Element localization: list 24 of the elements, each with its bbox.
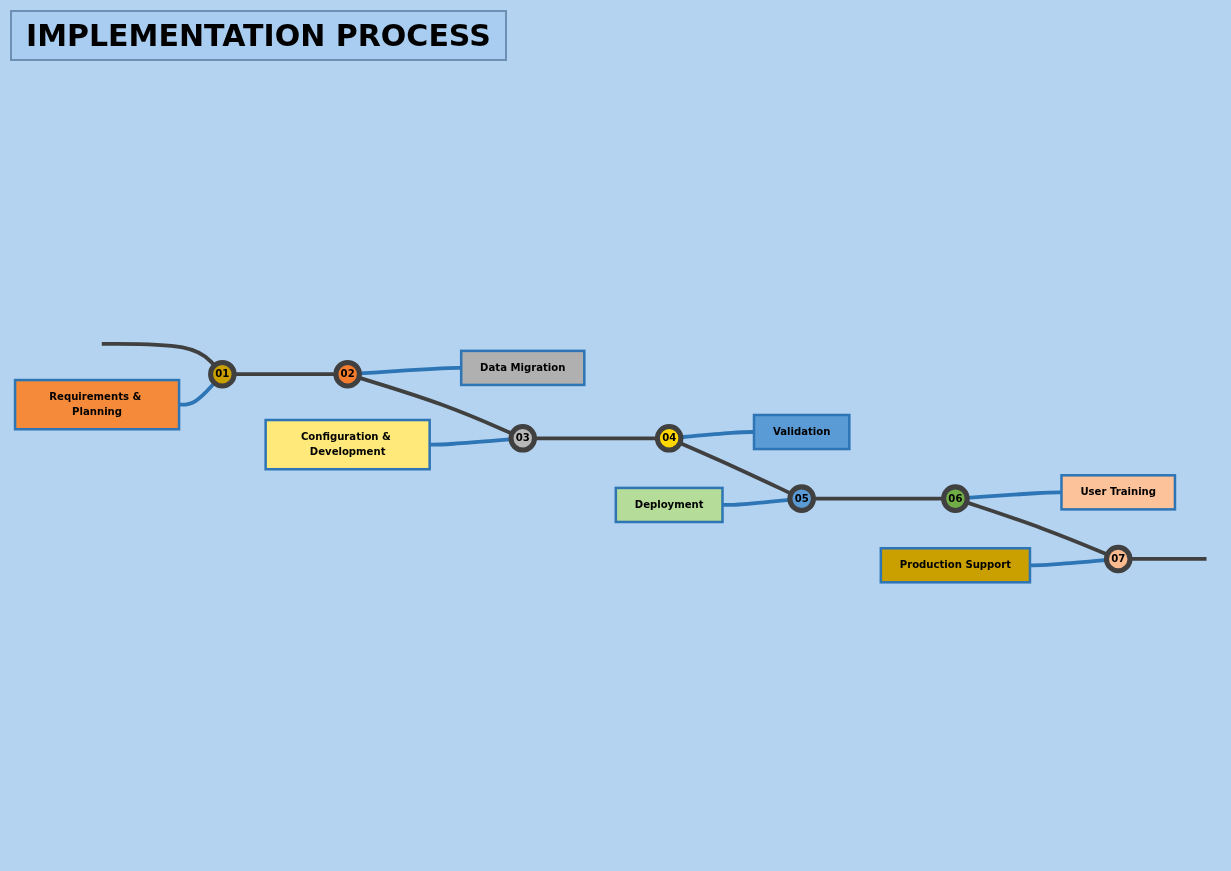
node-box: Validation	[752, 414, 851, 451]
node-box: User Training	[1060, 474, 1177, 511]
title: IMPLEMENTATION PROCESS	[10, 10, 507, 61]
node-box: Production Support	[879, 547, 1032, 584]
connector	[680, 430, 754, 440]
node-circle: 05	[787, 484, 816, 514]
connector	[1029, 558, 1107, 568]
connector	[679, 441, 792, 496]
node-circle: 04	[654, 424, 684, 453]
connector	[967, 490, 1062, 501]
node-circle: 01	[208, 360, 237, 389]
node-circle: 06	[941, 484, 970, 514]
node-box: Requirements & Planning	[13, 379, 181, 431]
node-box: Deployment	[614, 487, 724, 524]
node-circle: 02	[333, 360, 362, 389]
node-box: Configuration & Development	[264, 419, 431, 471]
node-circle: 07	[1103, 545, 1133, 574]
connector	[359, 366, 462, 376]
connector	[429, 437, 512, 447]
node-circle: 03	[508, 424, 538, 453]
node-box: Data Migration	[459, 349, 586, 387]
connector	[534, 436, 658, 441]
connector	[234, 372, 336, 377]
connector	[813, 497, 944, 501]
